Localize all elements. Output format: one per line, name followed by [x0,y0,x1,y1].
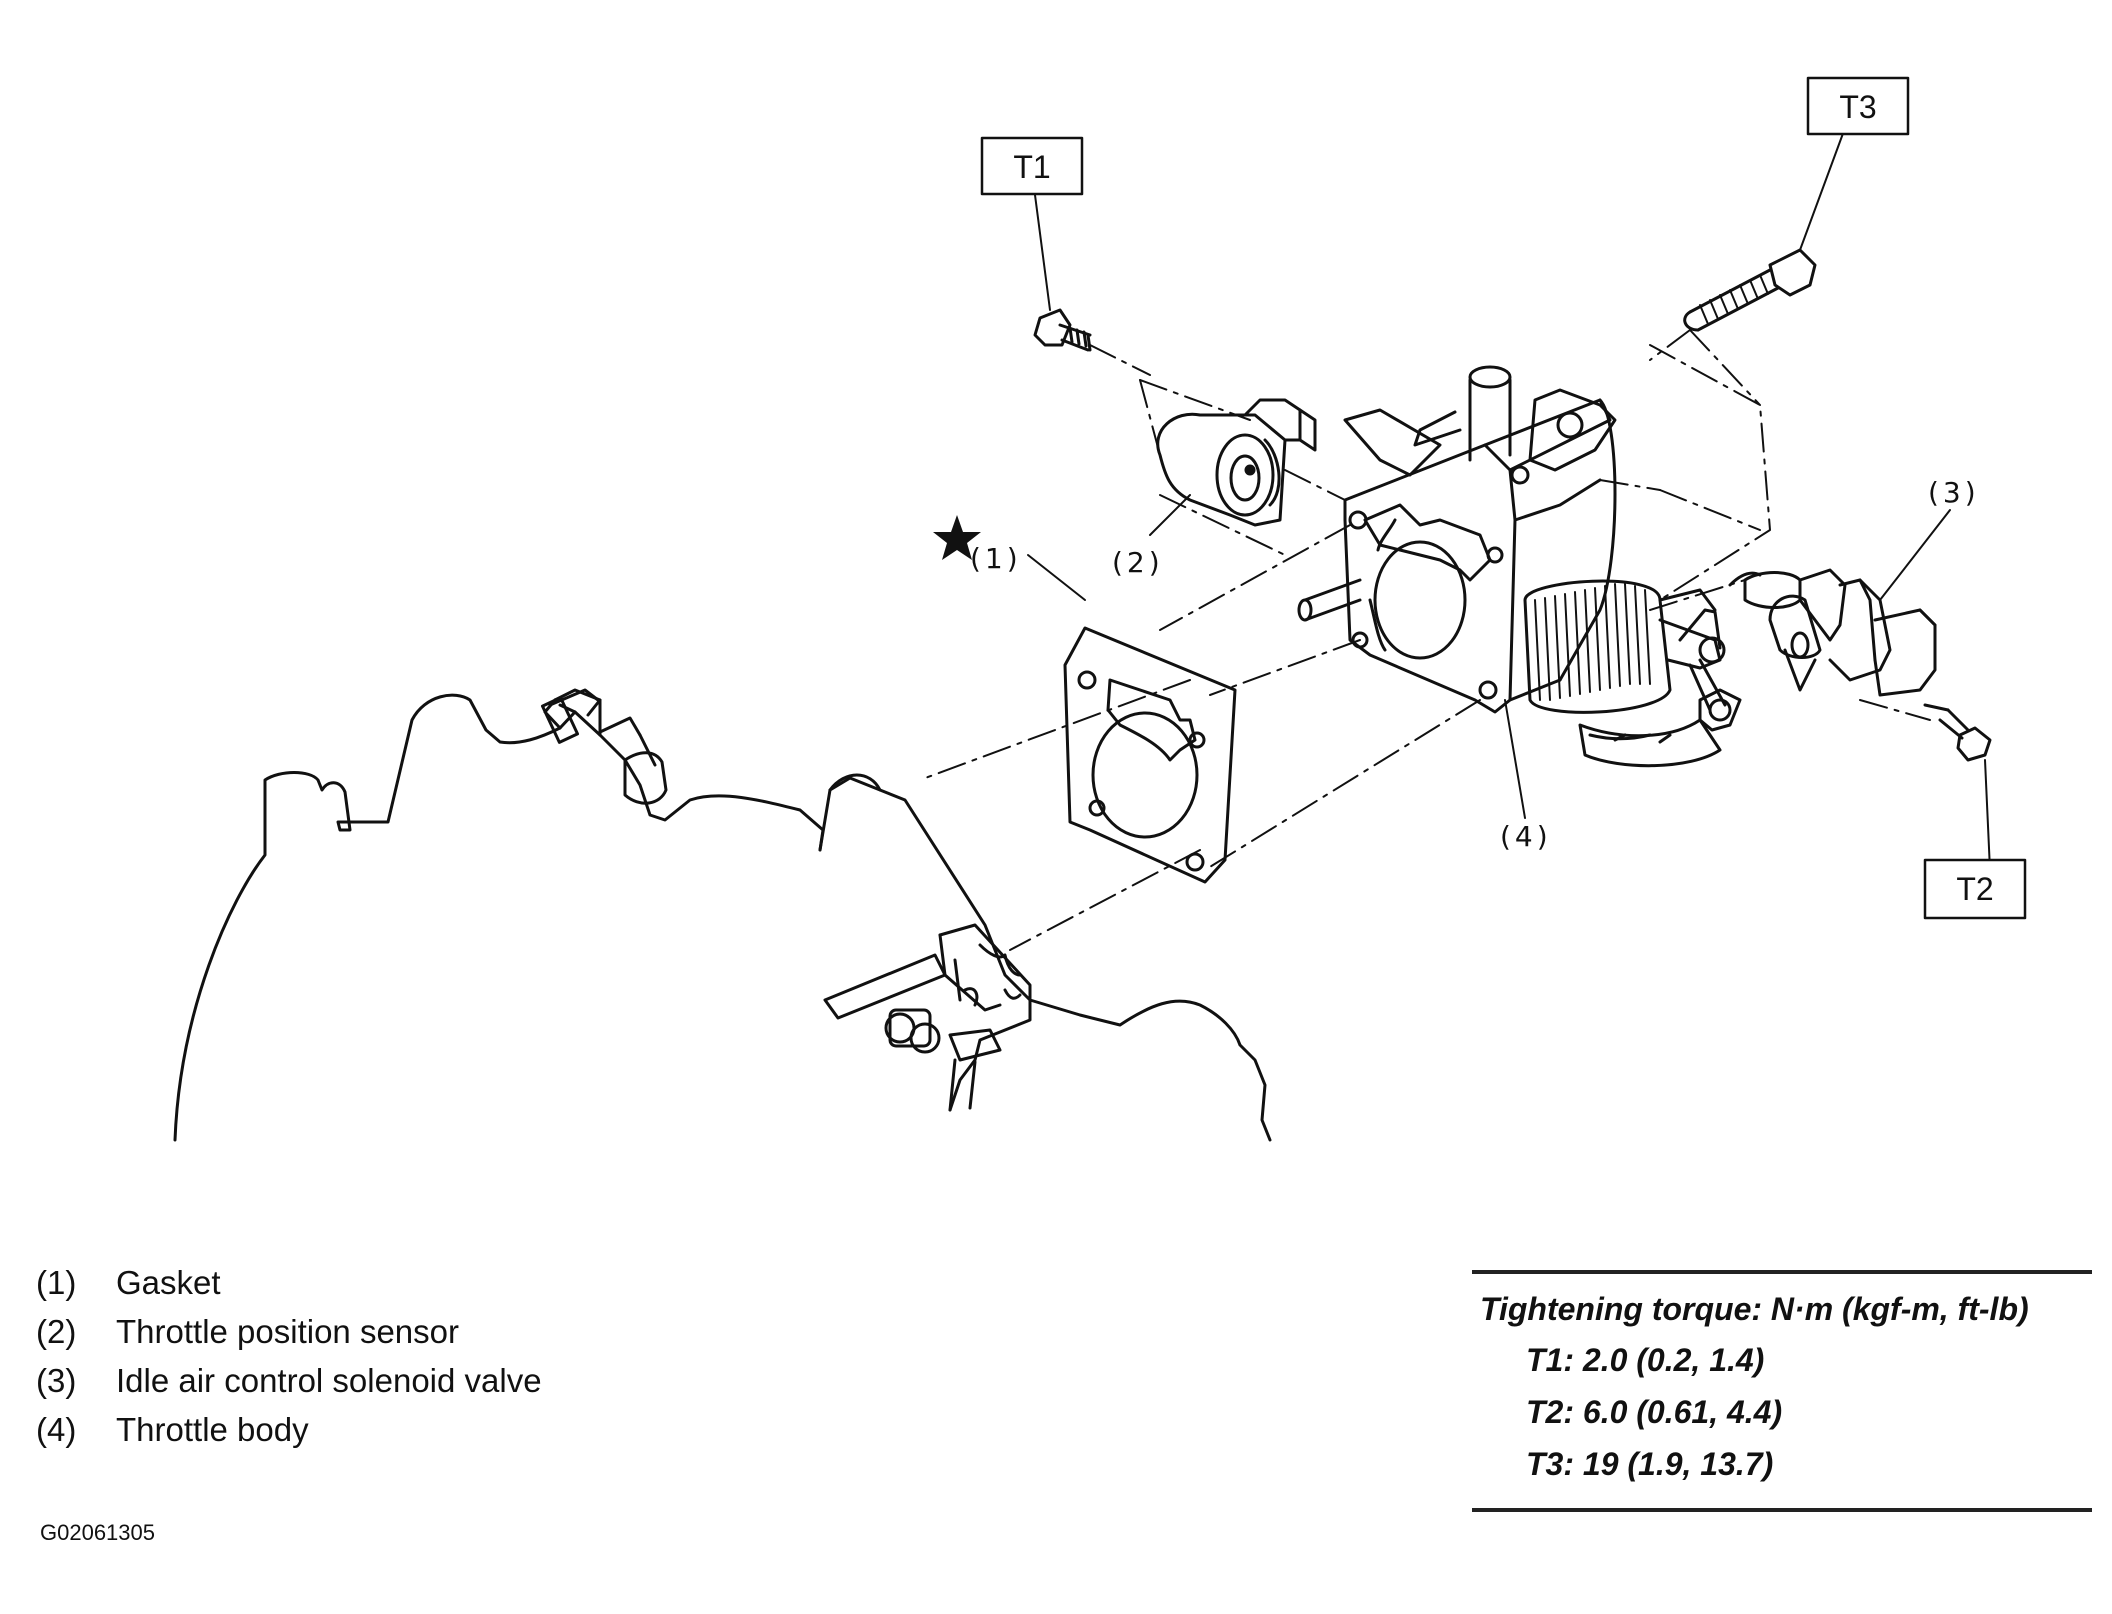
legend-item: (4) Throttle body [36,1405,542,1454]
idle-air-control-valve-part [1728,568,1937,697]
legend-number: (4) [36,1411,77,1448]
legend-item: (3) Idle air control solenoid valve [36,1356,542,1405]
parts-legend: (1) Gasket (2) Throttle position sensor … [36,1258,542,1454]
legend-label: Throttle body [116,1411,309,1448]
torque-tag-t2: T2 [1923,858,2027,920]
legend-label: Gasket [116,1264,221,1301]
legend-number: (1) [36,1264,77,1301]
replace-star-icon [933,515,981,560]
svg-text:T1: T1 [1013,149,1050,185]
throttle-cable-bracket [823,923,1032,1112]
legend-item: (1) Gasket [36,1258,542,1307]
legend-item: (2) Throttle position sensor [36,1307,542,1356]
torque-spec-item: T3: 19 (1.9, 13.7) [1526,1446,1774,1482]
legend-label: Idle air control solenoid valve [116,1362,542,1399]
leader-lines [1027,127,1991,871]
legend-label: Throttle position sensor [116,1313,460,1350]
screw-t1 [1033,308,1092,352]
legend-number: (3) [36,1362,77,1399]
callout-gasket: (1) [970,542,1022,575]
screw-t2 [1923,703,1992,762]
svg-text:T2: T2 [1956,871,1993,907]
callout-tps: (2) [1112,546,1164,579]
torque-spec-title: Tightening torque: N·m (kgf-m, ft-lb) [1480,1291,2029,1327]
callout-throttle-body: (4) [1500,820,1552,853]
svg-text:T3: T3 [1839,89,1876,125]
throttle-position-sensor-part [1156,398,1317,527]
return-spring [1534,583,1651,701]
intake-manifold [173,688,1272,1142]
torque-tag-t3: T3 [1806,76,1910,136]
torque-spec-item: T1: 2.0 (0.2, 1.4) [1526,1342,1765,1378]
bolt-t3 [1683,248,1817,332]
throttle-body-part [1297,365,1742,768]
legend-number: (2) [36,1313,77,1350]
torque-tag-t1: T1 [980,136,1084,196]
callout-iacv: (3) [1928,476,1980,509]
alignment-lines [919,329,1931,951]
gasket-part [1063,626,1237,884]
torque-spec-item: T2: 6.0 (0.61, 4.4) [1526,1394,1783,1430]
torque-spec-table: Tightening torque: N·m (kgf-m, ft-lb) T1… [1472,1270,2092,1512]
figure-code: G02061305 [40,1520,155,1545]
